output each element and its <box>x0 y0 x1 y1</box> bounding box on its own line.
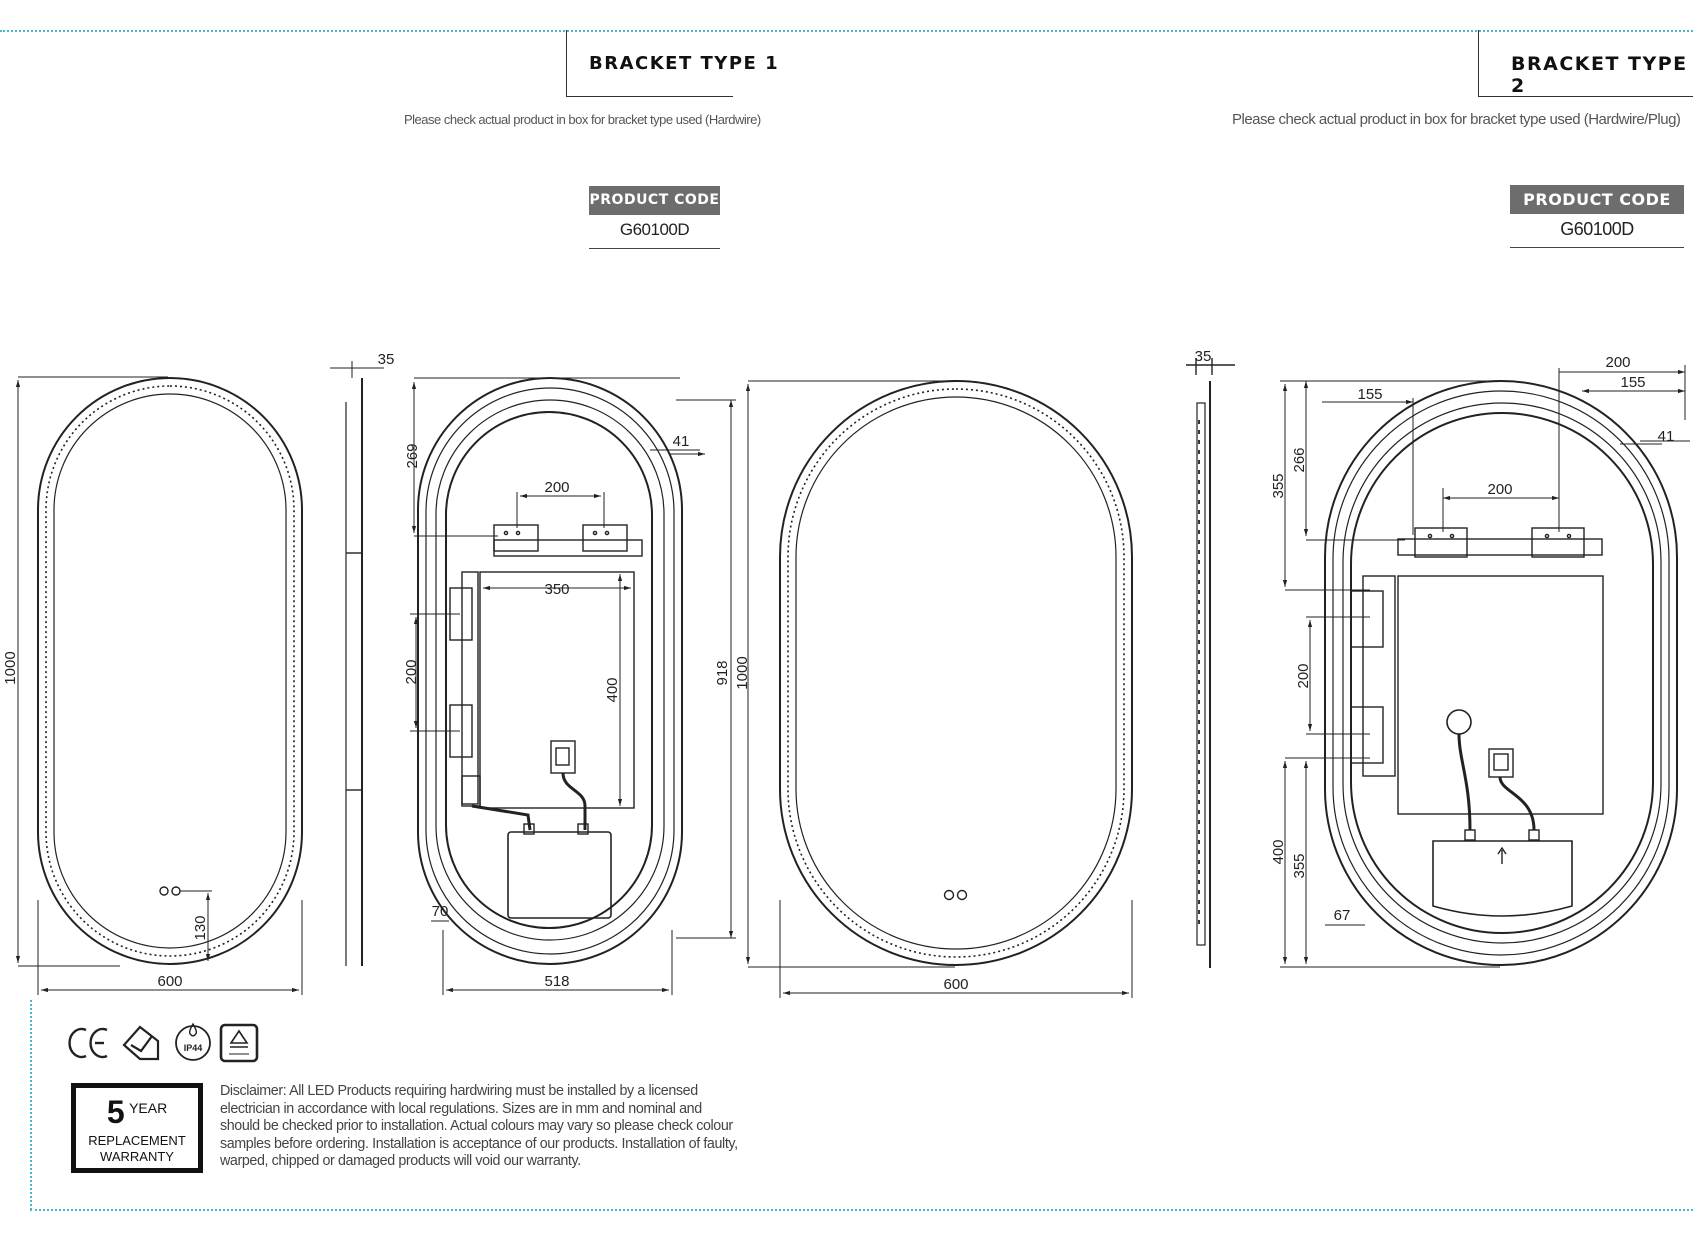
mirror1-front-view <box>37 377 303 965</box>
d2-top-155-right: 155 <box>1620 374 1645 391</box>
d1-plate-width: 350 <box>544 581 569 598</box>
d1-top-to-bracket: 269 <box>404 443 421 468</box>
bracket1-product-code: G60100D <box>589 220 720 249</box>
d1-width: 600 <box>157 973 182 990</box>
d1-plate-height: 400 <box>604 677 621 702</box>
warranty-line1: REPLACEMENT <box>88 1133 186 1148</box>
d2-side-offset: 67 <box>1334 907 1351 924</box>
d1-side-offset: 70 <box>432 903 449 920</box>
d2-bottom-400: 400 <box>1270 839 1287 864</box>
mirror1-dimensions <box>15 376 303 995</box>
warranty-badge: 5 YEAR REPLACEMENT WARRANTY <box>71 1083 203 1173</box>
mirror2-back-view <box>1324 380 1678 966</box>
mirror2-back-dimensions <box>1280 365 1690 968</box>
bracket1-product-code-label: PRODUCT CODE <box>589 186 720 215</box>
d2-top-200: 200 <box>1605 354 1630 371</box>
bracket1-title-box <box>566 30 733 97</box>
ce-mark-icon <box>68 1027 108 1059</box>
d2-frame-offset: 41 <box>1658 428 1675 445</box>
svg-text:IP44: IP44 <box>184 1043 203 1053</box>
rcm-mark-icon <box>122 1025 160 1061</box>
bracket2-product-code: G60100D <box>1510 219 1684 248</box>
d2-height: 1000 <box>734 656 751 689</box>
d1-bracket-spacing-v: 200 <box>403 659 420 684</box>
bracket2-title: BRACKET TYPE 2 <box>1511 53 1688 97</box>
d1-height: 1000 <box>2 651 19 684</box>
bracket2-product-code-label: PRODUCT CODE <box>1510 185 1684 214</box>
d1-depth: 35 <box>378 351 395 368</box>
mirror1-side-view <box>330 361 384 966</box>
d1-bracket-spacing-h: 200 <box>544 479 569 496</box>
d1-sensor-offset: 130 <box>192 915 209 940</box>
warranty-line2: WARRANTY <box>100 1149 174 1164</box>
mirror2-front-view <box>779 380 1133 966</box>
d1-inner-width: 518 <box>544 973 569 990</box>
d2-top-355: 355 <box>1270 473 1287 498</box>
d2-bracket-spacing-h: 200 <box>1487 481 1512 498</box>
d1-frame-offset: 41 <box>673 433 690 450</box>
mirror1-back-view <box>417 377 683 965</box>
bracket1-title: BRACKET TYPE 1 <box>589 53 780 74</box>
bracket2-note: Please check actual product in box for b… <box>1232 111 1681 128</box>
saa-mark-icon <box>219 1023 259 1063</box>
d2-top-266: 266 <box>1291 447 1308 472</box>
disclaimer-text: Disclaimer: All LED Products requiring h… <box>220 1083 738 1170</box>
d1-inner-height: 918 <box>714 660 731 685</box>
d2-top-155-left: 155 <box>1357 386 1382 403</box>
bracket1-note: Please check actual product in box for b… <box>404 112 761 127</box>
mirror2-dimensions <box>745 380 1133 998</box>
dimension-labels: 1000 600 130 35 269 200 350 200 400 41 9… <box>2 348 1674 993</box>
d2-bottom-355: 355 <box>1291 853 1308 878</box>
mirror1-back-dimensions <box>410 377 736 995</box>
ip44-drop-icon: IP44 <box>175 1022 211 1061</box>
warranty-year-label: YEAR <box>129 1100 168 1116</box>
d2-width: 600 <box>943 976 968 993</box>
bracket2-title-box <box>1478 30 1693 97</box>
d2-depth: 35 <box>1195 348 1212 365</box>
top-dotted-border <box>0 30 1693 32</box>
left-dotted-border <box>30 1000 32 1210</box>
bottom-dotted-border <box>30 1209 1693 1211</box>
d2-bracket-spacing-v: 200 <box>1295 663 1312 688</box>
warranty-years: 5 <box>106 1094 125 1130</box>
mirror2-side-view <box>1186 358 1235 968</box>
certification-marks: IP44 <box>68 1022 259 1063</box>
